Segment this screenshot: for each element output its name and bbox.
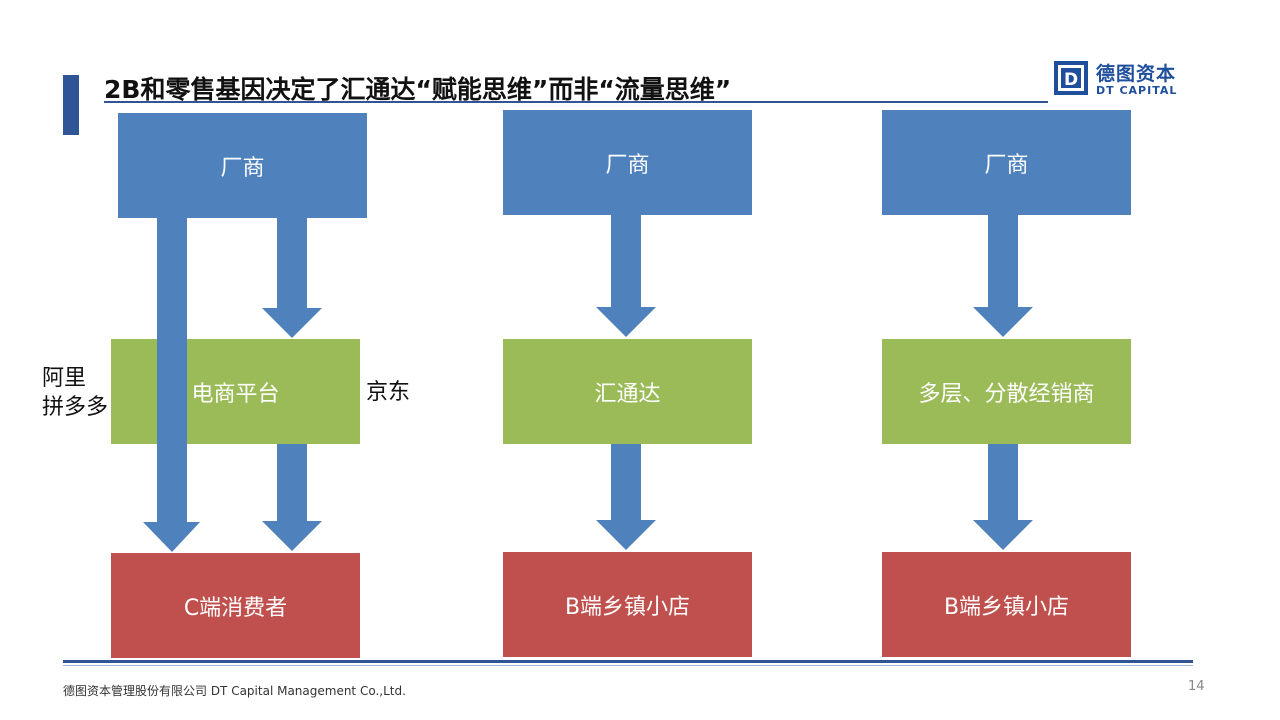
page-number: 14 xyxy=(1188,679,1205,694)
c-consumer-box: C端消费者 xyxy=(111,553,360,658)
manufacturer-label-2: 厂商 xyxy=(605,152,650,178)
huitongda-label: 汇通达 xyxy=(594,381,661,407)
manufacturer-label-1: 厂商 xyxy=(220,155,265,181)
title-underline xyxy=(104,101,1048,103)
c-consumer-label: C端消费者 xyxy=(183,595,288,621)
ecommerce-platform-label: 电商平台 xyxy=(191,381,280,407)
footer-divider xyxy=(63,660,1193,663)
manufacturer-label-3: 厂商 xyxy=(984,152,1029,178)
label-pinduoduo: 拼多多 xyxy=(42,395,109,420)
footer-company: 德图资本管理股份有限公司 DT Capital Management Co.,L… xyxy=(63,684,406,698)
b-township-store-label-2: B端乡镇小店 xyxy=(943,594,1070,620)
title-accent-bar xyxy=(63,75,79,135)
manufacturer-box-3: 厂商 xyxy=(882,110,1131,215)
arrow-platform-to-consumer xyxy=(262,444,322,551)
page-title: 2B和零售基因决定了汇通达“赋能思维”而非“流量思维” xyxy=(104,75,732,104)
distributors-label: 多层、分散经销商 xyxy=(918,381,1095,407)
arrow-distributors-to-store xyxy=(973,444,1033,550)
label-jd: 京东 xyxy=(366,380,411,405)
arrow-manufacturer-to-huitongda xyxy=(596,215,656,337)
dt-capital-logo: D 德图资本 DT CAPITAL xyxy=(1054,61,1184,99)
logo-chinese-text: 德图资本 xyxy=(1096,63,1177,85)
logo-english-text: DT CAPITAL xyxy=(1096,84,1178,97)
arrow-manufacturer-to-distributors xyxy=(973,215,1033,337)
dt-logo-icon: D xyxy=(1054,61,1088,95)
logo-mark-letter: D xyxy=(1064,70,1078,90)
b-township-store-box-2: B端乡镇小店 xyxy=(882,552,1131,657)
distributors-box: 多层、分散经销商 xyxy=(882,339,1131,444)
footer-divider-thin xyxy=(63,665,1193,666)
arrow-manufacturer-to-platform xyxy=(262,218,322,338)
arrow-huitongda-to-store xyxy=(596,444,656,550)
b-township-store-box-1: B端乡镇小店 xyxy=(503,552,752,657)
b-township-store-label-1: B端乡镇小店 xyxy=(564,594,691,620)
ecommerce-platform-box: 电商平台 xyxy=(111,339,360,444)
huitongda-box: 汇通达 xyxy=(503,339,752,444)
label-alibaba: 阿里 xyxy=(42,366,87,391)
manufacturer-box-2: 厂商 xyxy=(503,110,752,215)
manufacturer-box-1: 厂商 xyxy=(118,113,367,218)
